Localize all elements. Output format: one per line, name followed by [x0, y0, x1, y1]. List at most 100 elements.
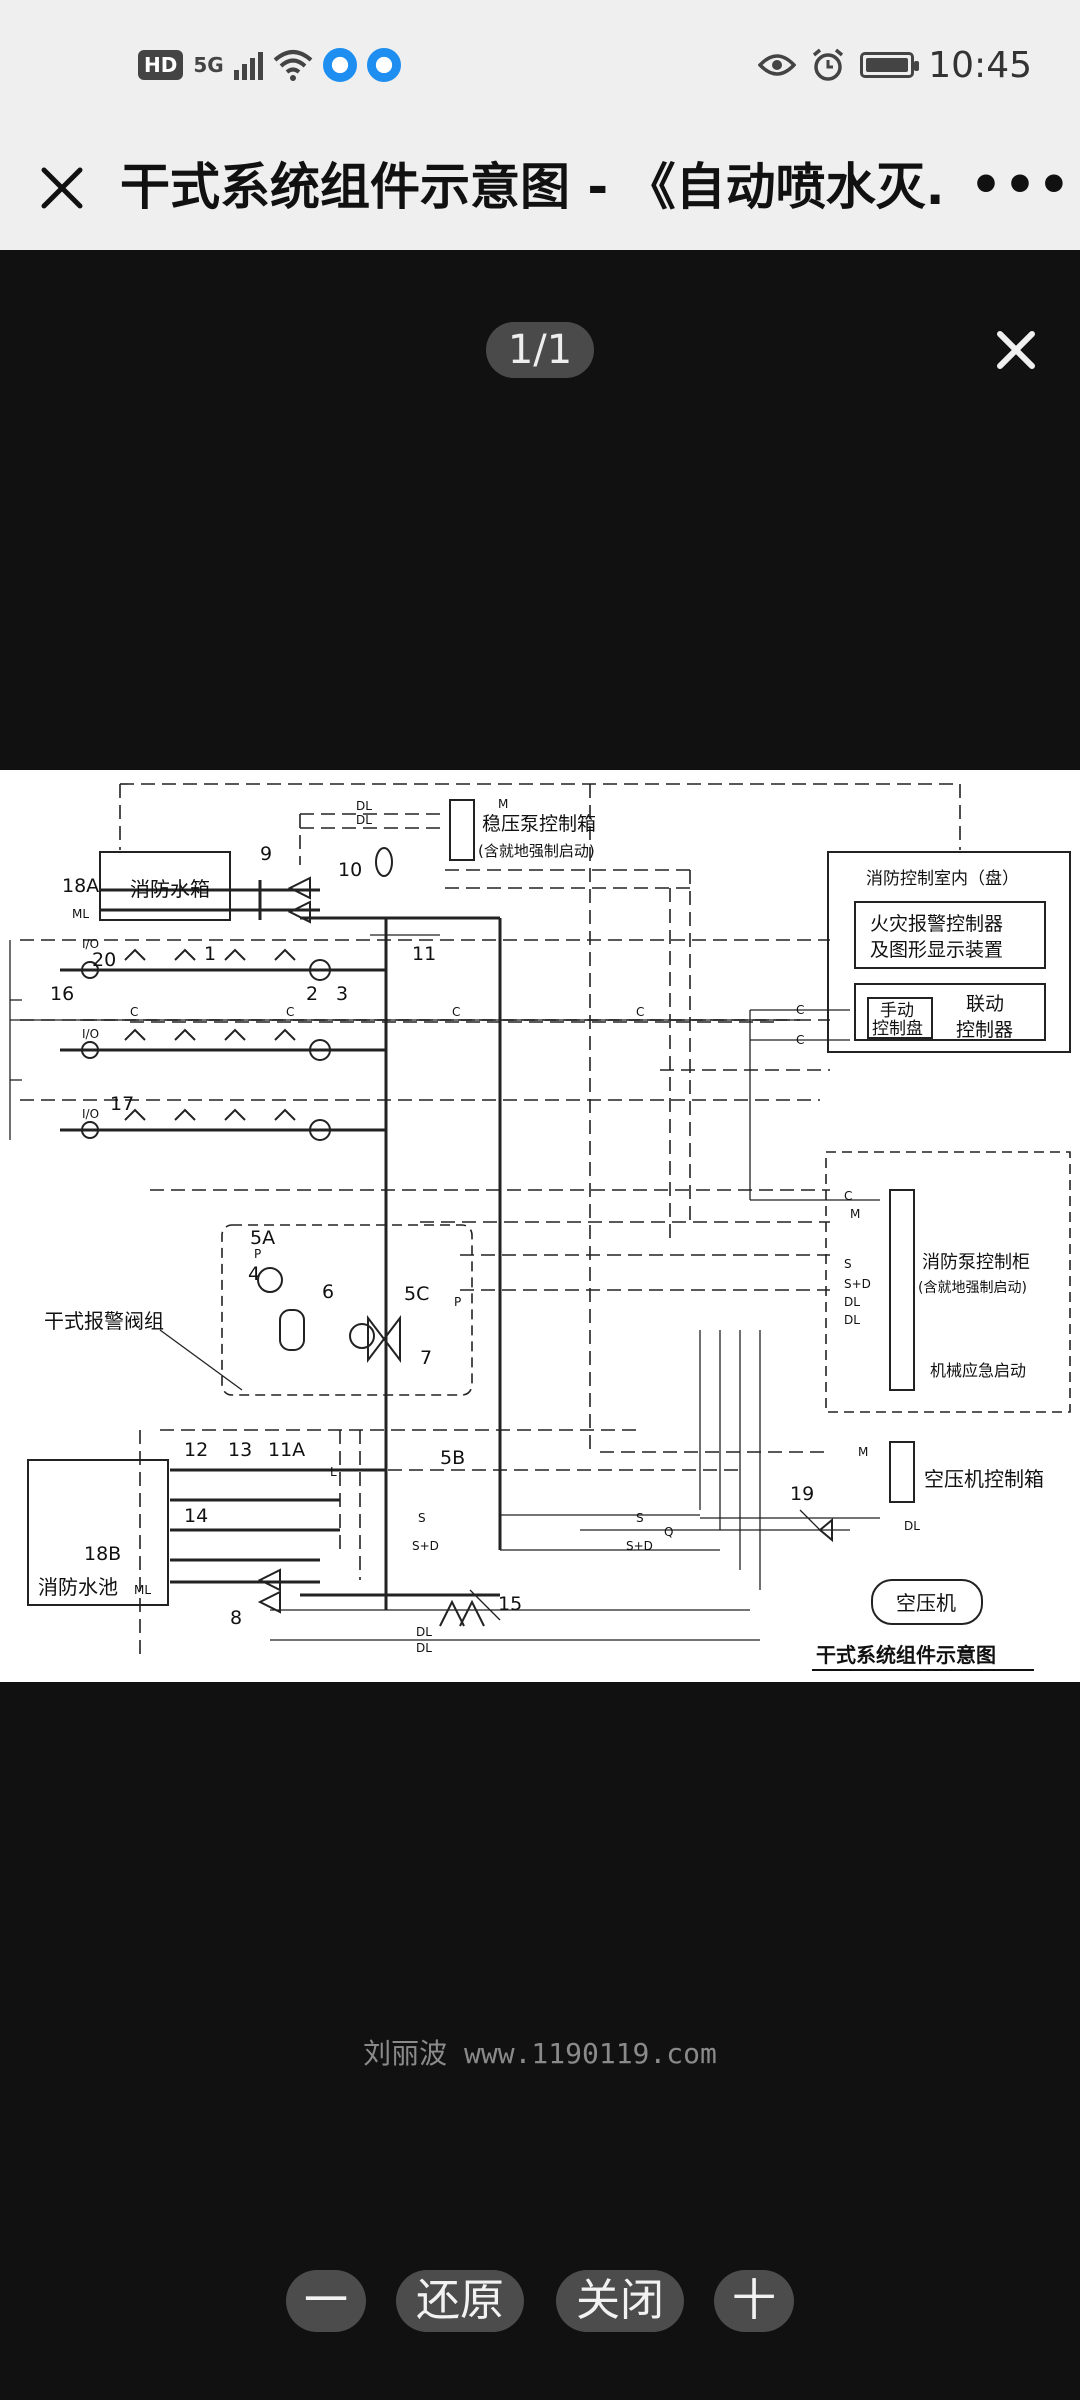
compressor-label: 空压机	[896, 1591, 956, 1615]
number-5A: 5A	[250, 1227, 275, 1249]
pipes	[60, 880, 502, 1610]
signal-dl: DL	[844, 1313, 860, 1327]
status-time: 10:45	[928, 44, 1032, 86]
signal-m: M	[850, 1207, 860, 1221]
wifi-icon	[273, 50, 313, 81]
network-label: 5G	[193, 53, 224, 77]
signal-sd: S+D	[844, 1277, 871, 1291]
alarm-controller-line2: 及图形显示装置	[870, 939, 1003, 961]
number-4: 4	[248, 1263, 260, 1285]
signal-p: P	[454, 1295, 461, 1309]
signal-c: C	[452, 1005, 460, 1019]
close-icon[interactable]	[30, 156, 94, 220]
number-16: 16	[50, 983, 74, 1005]
signal-m: M	[858, 1445, 868, 1459]
signal-c: C	[286, 1005, 294, 1019]
signal-ml: ML	[134, 1583, 151, 1597]
signal-io: I/O	[82, 1107, 99, 1121]
number-18B: 18B	[84, 1543, 121, 1565]
alarm-valve-group-box	[221, 1224, 473, 1396]
signal-c: C	[796, 1003, 804, 1017]
signal-io: I/O	[82, 1027, 99, 1041]
signal-dl: DL	[356, 813, 372, 827]
status-left: HD 5G	[138, 42, 401, 88]
signal-io: I/O	[82, 937, 99, 951]
number-18A: 18A	[62, 875, 99, 897]
alarm-valve-group-label: 干式报警阀组	[44, 1309, 164, 1333]
signal-l: L	[330, 1465, 337, 1479]
signal-ml: ML	[72, 907, 89, 921]
zoom-in-button[interactable]: 十	[714, 2270, 794, 2332]
number-15: 15	[498, 1593, 522, 1615]
signal-p: P	[254, 1247, 261, 1261]
network-type: 5G	[193, 53, 224, 77]
number-12: 12	[184, 1439, 208, 1461]
signal-sd: S+D	[412, 1539, 439, 1553]
number-14: 14	[184, 1505, 208, 1527]
diagram-svg: 消防水箱 消防水池 稳压泵控制箱 (含就地强制启动) 消防控制室内（盘） 火灾报…	[9, 783, 1071, 1671]
image-counter: 1/1	[486, 322, 594, 378]
signal-lines	[9, 940, 880, 1641]
signal-s: S	[636, 1511, 644, 1525]
close-button[interactable]: 关闭	[556, 2270, 684, 2332]
app-notification-icon	[366, 48, 401, 82]
page-title: 干式系统组件示意图 - 《自动喷水灭...	[120, 158, 940, 216]
signal-icon	[233, 50, 263, 80]
number-9: 9	[260, 843, 272, 865]
leader-lines	[159, 934, 821, 1621]
fire-pool-label: 消防水池	[38, 1575, 118, 1599]
pump-cabinet-note: (含就地强制启动)	[918, 1280, 1027, 1296]
number-17: 17	[110, 1093, 134, 1115]
more-options-button[interactable]: •••	[970, 156, 1072, 214]
battery-icon	[860, 52, 920, 78]
status-right: 10:45	[758, 42, 1032, 88]
signal-dl: DL	[416, 1625, 432, 1639]
number-3: 3	[336, 983, 348, 1005]
number-2: 2	[306, 983, 318, 1005]
top-bar: HD 5G 10:45	[0, 0, 1080, 250]
signal-dl: DL	[356, 799, 372, 813]
manual-panel-line1: 手动	[880, 1001, 914, 1021]
number-6: 6	[322, 1281, 334, 1303]
diagram-image[interactable]: 消防水箱 消防水池 稳压泵控制箱 (含就地强制启动) 消防控制室内（盘） 火灾报…	[0, 770, 1080, 1682]
app-notification-icon	[322, 48, 357, 82]
linkage-line1: 联动	[966, 993, 1004, 1015]
sprinklers	[124, 948, 296, 1121]
viewer-close-icon[interactable]	[990, 324, 1042, 376]
alarm-controller-line1: 火灾报警控制器	[870, 913, 1003, 935]
control-room-label: 消防控制室内（盘）	[866, 869, 1019, 889]
fire-tank-label: 消防水箱	[130, 877, 210, 901]
signal-m: M	[498, 797, 508, 811]
zoom-out-button[interactable]: 一	[286, 2270, 366, 2332]
stab-pump-box-label: 稳压泵控制箱	[482, 813, 596, 835]
number-5C: 5C	[404, 1283, 429, 1305]
number-13: 13	[228, 1439, 252, 1461]
number-11A: 11A	[268, 1439, 305, 1461]
diagram-caption: 干式系统组件示意图	[816, 1643, 996, 1667]
signal-c: C	[636, 1005, 644, 1019]
stab-pump-box-note: (含就地强制启动)	[478, 842, 595, 860]
number-10: 10	[338, 859, 362, 881]
mech-emergency-label: 机械应急启动	[930, 1361, 1026, 1380]
control-room-box	[827, 851, 1071, 1053]
signal-q: Q	[664, 1525, 673, 1539]
linkage-line2: 控制器	[956, 1019, 1013, 1041]
number-5B: 5B	[440, 1447, 465, 1469]
number-11: 11	[412, 943, 436, 965]
instruments	[81, 847, 833, 1627]
signal-s: S	[844, 1257, 852, 1271]
restore-button[interactable]: 还原	[396, 2270, 524, 2332]
number-7: 7	[420, 1347, 432, 1369]
signal-sd: S+D	[626, 1539, 653, 1553]
watermark: 刘丽波 www.1190119.com	[363, 2037, 717, 2070]
fire-pool-box	[27, 1459, 169, 1606]
title-bar: 干式系统组件示意图 - 《自动喷水灭... •••	[0, 130, 1080, 250]
manual-panel-line2: 控制盘	[872, 1019, 923, 1039]
signal-dl: DL	[844, 1295, 860, 1309]
pump-cabinet-label: 消防泵控制柜	[922, 1252, 1030, 1273]
number-20: 20	[92, 949, 116, 971]
signal-dl: DL	[904, 1519, 920, 1533]
signal-dl: DL	[416, 1641, 432, 1655]
alarm-clock-icon	[813, 48, 844, 81]
number-19: 19	[790, 1483, 814, 1505]
